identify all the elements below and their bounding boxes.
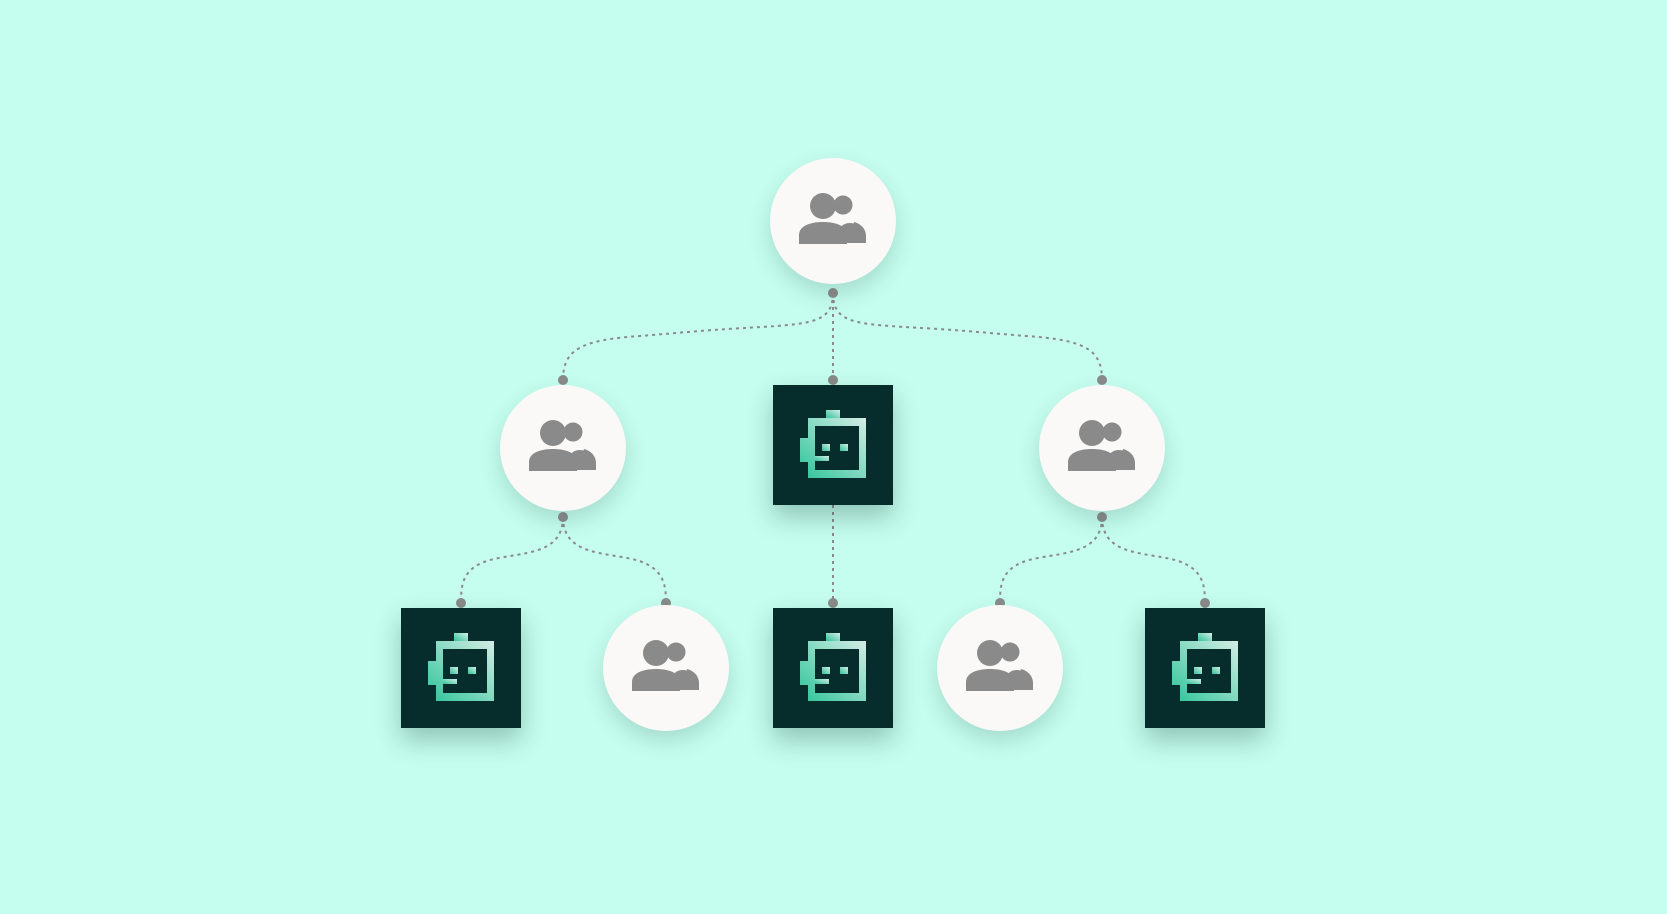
- people-group-icon: [799, 192, 866, 244]
- robot-icon: [1172, 633, 1238, 701]
- group-node-level2-4: [937, 605, 1063, 731]
- people-group-icon: [632, 639, 699, 691]
- connector-left-child2: [562, 516, 667, 604]
- people-group-icon: [1068, 419, 1135, 471]
- bot-node-level2-5: [1145, 608, 1265, 728]
- connector-dot: [1200, 598, 1210, 608]
- group-node-level2-2: [603, 605, 729, 731]
- connector-left-child1: [460, 516, 564, 604]
- group-node-root: [770, 158, 896, 284]
- connector-dot: [828, 375, 838, 385]
- connector-dot: [558, 375, 568, 385]
- connector-dot: [1097, 375, 1107, 385]
- robot-icon: [800, 633, 866, 701]
- people-group-icon: [966, 639, 1033, 691]
- connector-root-right: [832, 292, 1103, 381]
- connector-root-left: [562, 292, 834, 381]
- bot-node-level2-3: [773, 608, 893, 728]
- people-group-icon: [529, 419, 596, 471]
- robot-icon: [800, 410, 866, 478]
- robot-icon: [428, 633, 494, 701]
- connector-dot: [456, 598, 466, 608]
- connector-dot: [828, 288, 838, 298]
- group-node-level1-left: [500, 385, 626, 511]
- connector-dot: [828, 598, 838, 608]
- connector-dot: [1097, 512, 1107, 522]
- bot-node-level1-center: [773, 385, 893, 505]
- group-node-level1-right: [1039, 385, 1165, 511]
- bot-node-level2-1: [401, 608, 521, 728]
- connector-right-child1: [999, 516, 1103, 604]
- connector-dot: [558, 512, 568, 522]
- connector-right-child2: [1101, 516, 1206, 604]
